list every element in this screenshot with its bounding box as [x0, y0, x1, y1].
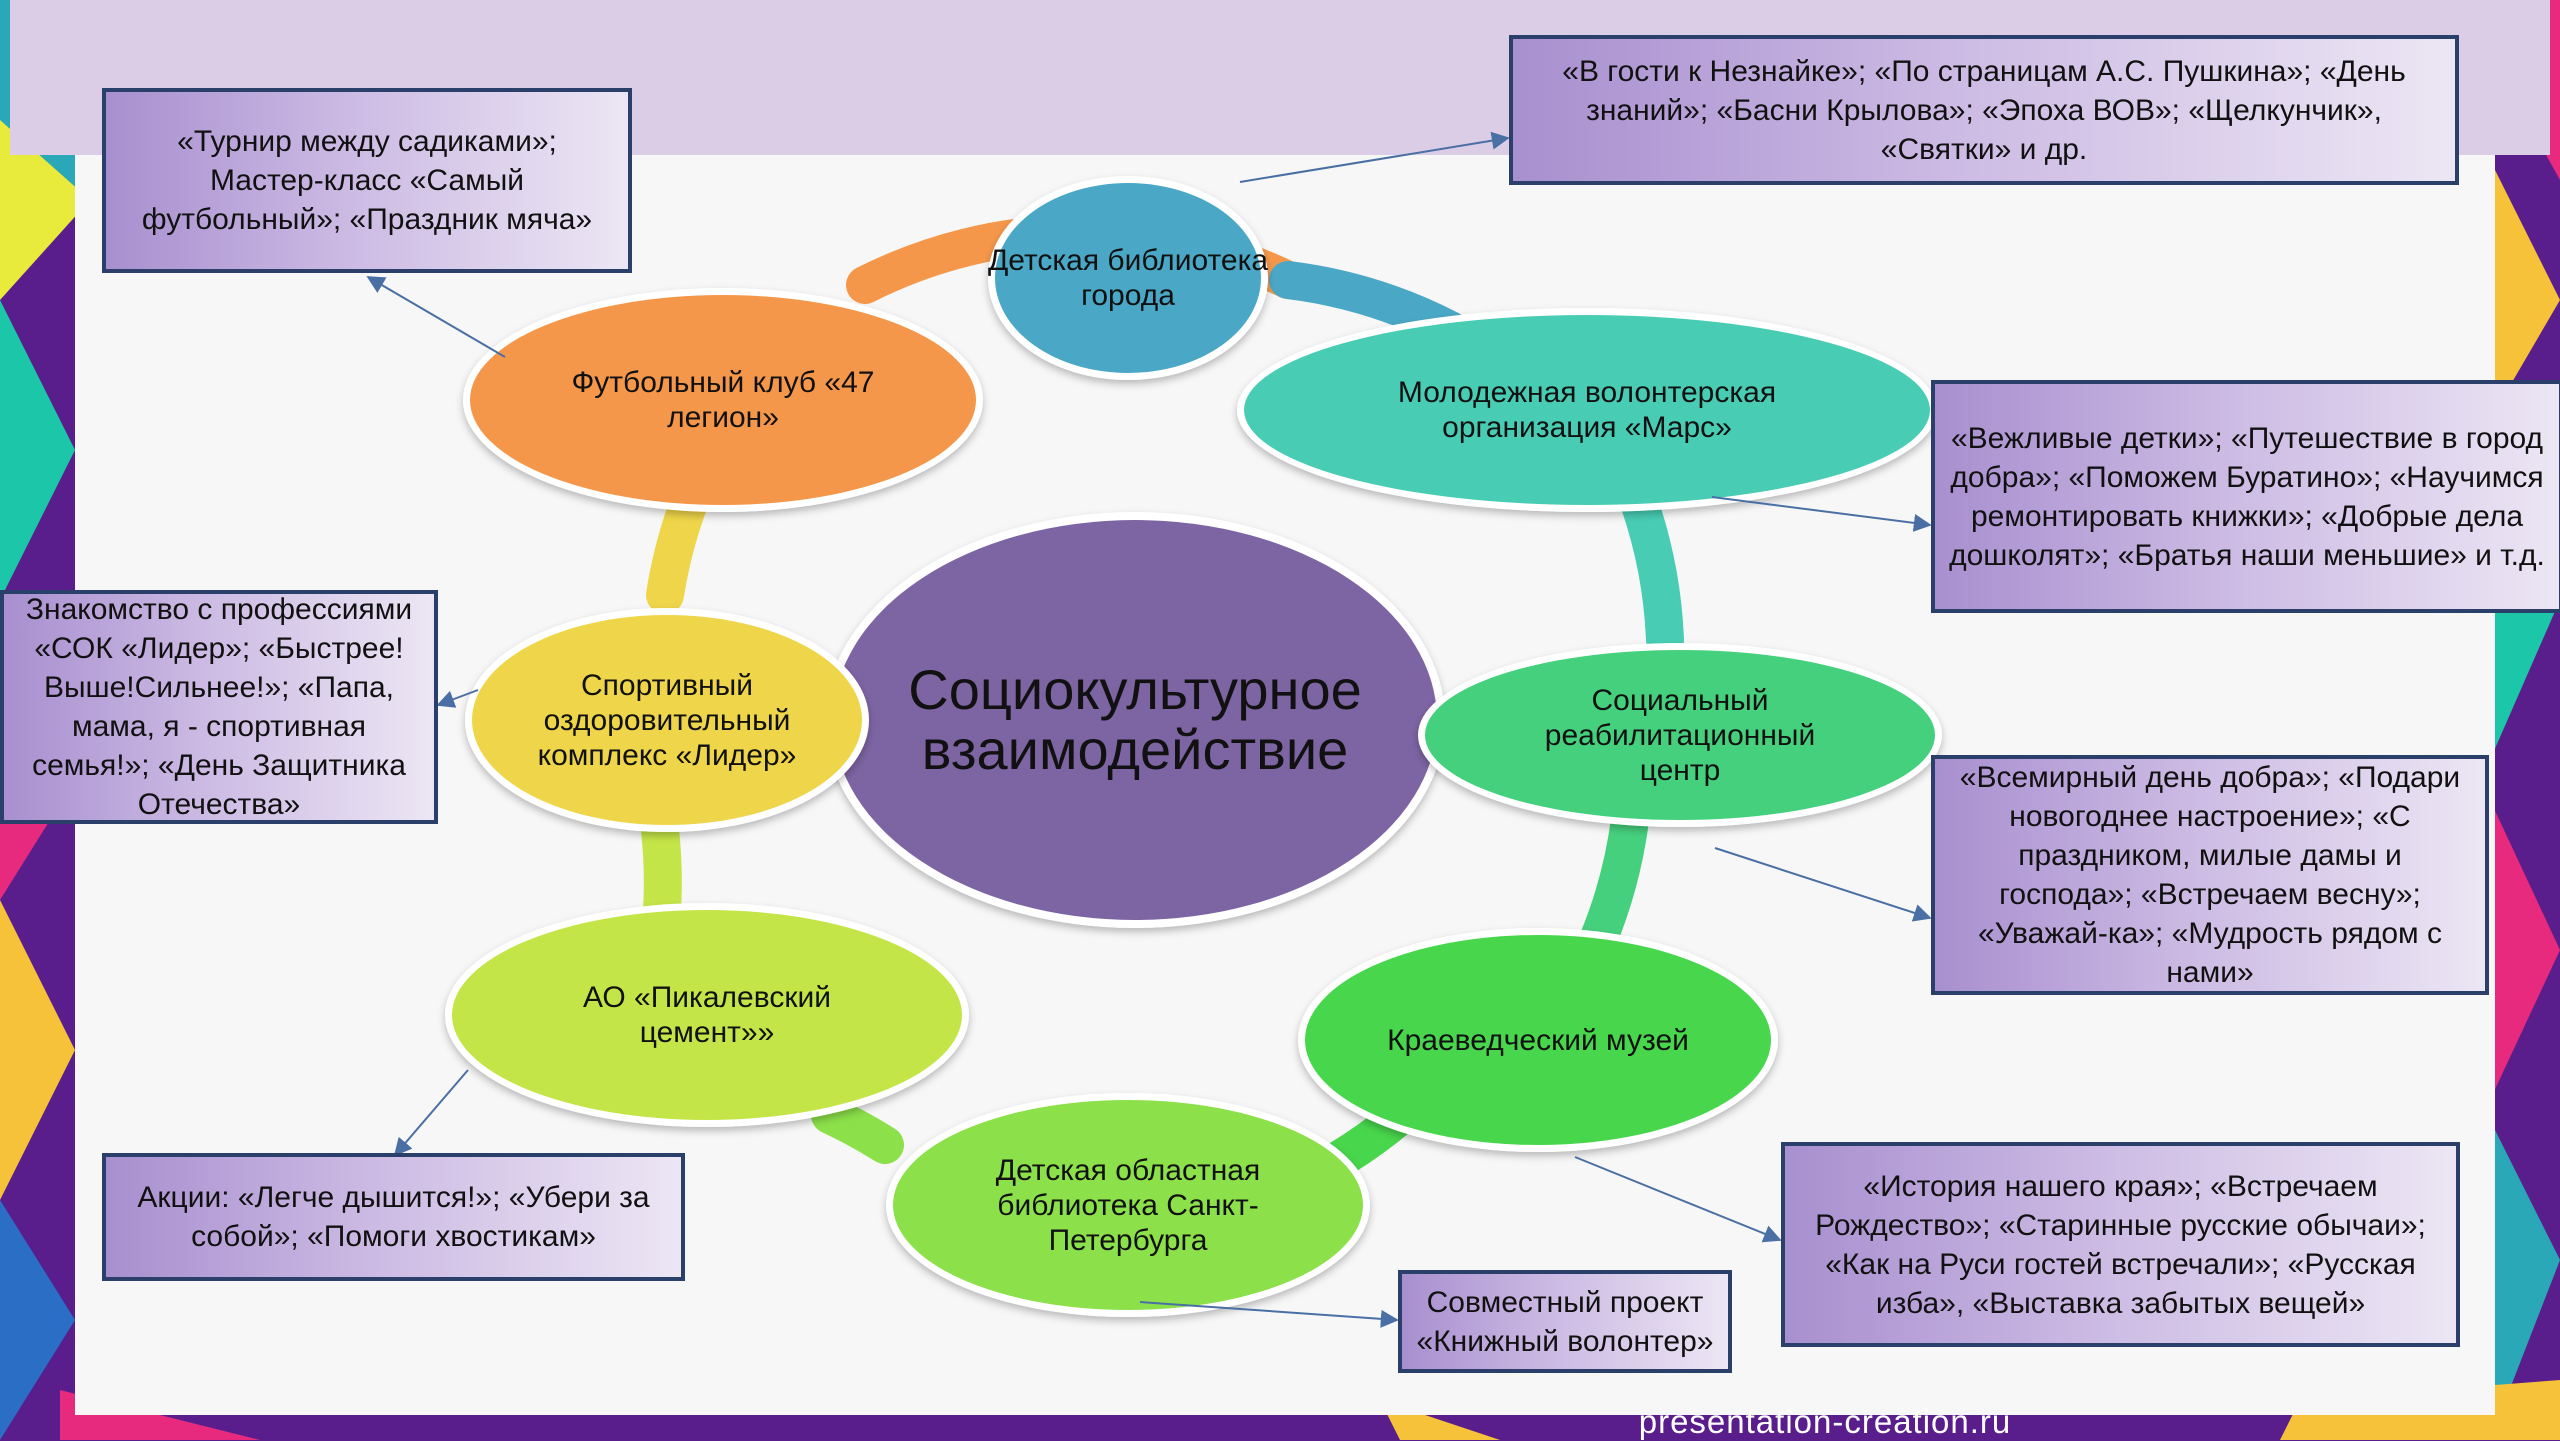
node-library-city-label: Детская библиотека города: [975, 222, 1281, 334]
note-library-city-text: «В гости к Незнайке»; «По страницам А.С.…: [1562, 54, 2406, 166]
footer-site-text: presentation-creation.ru: [1638, 1402, 2012, 1440]
connector-museum: [1574, 1156, 1782, 1243]
node-mars: [1244, 315, 1930, 505]
note-mars-text: «Вежливые детки»; «Путешествие в город д…: [1949, 421, 2545, 572]
node-sport-complex-text: Спортивный оздоровительный комплекс «Лид…: [537, 668, 797, 772]
node-cement-text: АО «Пикалевский цемент»»: [583, 981, 831, 1049]
connector-rehab: [1714, 847, 1932, 922]
node-sport-complex: [472, 615, 862, 825]
node-museum-text: Краеведческий музей: [1387, 1023, 1689, 1057]
note-sport-complex: Знакомство с профессиями «СОК «Лидер»; «…: [0, 590, 438, 824]
node-mars-text: Молодежная волонтерская организация «Мар…: [1397, 376, 1777, 444]
node-cement-label: АО «Пикалевский цемент»»: [530, 960, 884, 1070]
connectors: [366, 131, 1932, 1328]
note-museum-text: «История нашего края»; «Встречаем Рождес…: [1815, 1169, 2426, 1320]
node-rehab: [1425, 650, 1935, 820]
center-title: Социокультурное взаимодействие: [900, 590, 1370, 850]
note-sport-complex-text: Знакомство с профессиями «СОК «Лидер»; «…: [25, 593, 413, 821]
note-library-city: «В гости к Незнайке»; «По страницам А.С.…: [1509, 35, 2459, 185]
note-cement-text: Акции: «Легче дышится!»; «Убери за собой…: [137, 1181, 650, 1253]
note-regional-library: Совместный проект «Книжный волонтер»: [1398, 1270, 1732, 1373]
center-ellipse: [833, 520, 1437, 920]
node-football: [470, 295, 976, 505]
note-football: «Турнир между садиками»; Мастер-класс «С…: [102, 88, 632, 273]
node-cement: [452, 910, 962, 1120]
note-rehab: «Всемирный день добра»; «Подари новогодн…: [1931, 755, 2489, 995]
connector-regional-library: [1139, 1301, 1399, 1328]
footer-site: presentation-creation.ru: [1555, 1403, 2095, 1440]
node-shapes: [445, 176, 1942, 1317]
connector-football: [366, 276, 506, 358]
note-football-text: «Турнир между садиками»; Мастер-класс «С…: [141, 125, 593, 236]
note-cement: Акции: «Легче дышится!»; «Убери за собой…: [102, 1153, 685, 1281]
node-library-city: [995, 183, 1261, 373]
node-museum-label: Краеведческий музей: [1340, 1000, 1736, 1080]
node-rehab-label: Социальный реабилитационный центр: [1512, 665, 1848, 805]
node-football-label: Футбольный клуб «47 легион»: [540, 345, 906, 455]
connector-library-city: [1239, 131, 1510, 183]
node-rehab-text: Социальный реабилитационный центр: [1544, 683, 1816, 787]
node-regional-library-text: Детская областная библиотека Санкт-Петер…: [995, 1153, 1261, 1257]
center-title-text: Социокультурное взаимодействие: [908, 658, 1362, 781]
connector-mars: [1711, 496, 1932, 532]
connector-cement: [393, 1069, 469, 1157]
node-library-city-text: Детская библиотека города: [987, 244, 1269, 312]
note-museum: «История нашего края»; «Встречаем Рождес…: [1781, 1142, 2460, 1347]
note-rehab-text: «Всемирный день добра»; «Подари новогодн…: [1959, 761, 2461, 989]
connector-sport-complex: [436, 689, 479, 708]
node-regional-library-label: Детская областная библиотека Санкт-Петер…: [970, 1130, 1286, 1280]
node-sport-complex-label: Спортивный оздоровительный комплекс «Лид…: [520, 660, 814, 780]
node-regional-library: [893, 1100, 1363, 1310]
node-football-text: Футбольный клуб «47 легион»: [571, 366, 875, 434]
note-regional-library-text: Совместный проект «Книжный волонтер»: [1416, 1285, 1714, 1358]
note-mars: «Вежливые детки»; «Путешествие в город д…: [1931, 380, 2560, 613]
node-museum: [1305, 935, 1771, 1145]
node-mars-label: Молодежная волонтерская организация «Мар…: [1340, 350, 1834, 470]
